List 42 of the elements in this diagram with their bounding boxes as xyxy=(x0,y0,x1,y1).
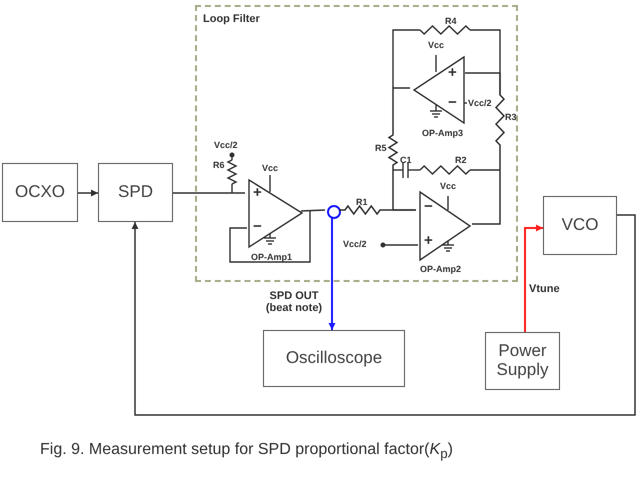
edge-label: SPD OUT (beat note) xyxy=(264,290,324,314)
figure-caption: Fig. 9. Measurement setup for SPD proportional factor(K$_{p}$) xyxy=(40,440,454,464)
polarity-sign: + xyxy=(424,232,433,249)
polarity-sign: + xyxy=(253,184,262,201)
block-box: Oscilloscope xyxy=(263,330,405,387)
block-box: Power Supply xyxy=(485,332,560,390)
component-label: R2 xyxy=(455,155,467,165)
wire xyxy=(300,209,326,212)
polarity-sign: + xyxy=(448,64,457,81)
component-label: R1 xyxy=(356,197,368,207)
wire xyxy=(465,72,506,225)
group-title: Loop Filter xyxy=(203,13,260,25)
arrow xyxy=(328,217,336,330)
component-label: R3 xyxy=(505,112,517,122)
arrow xyxy=(524,224,543,332)
arrow xyxy=(78,190,98,196)
supply-label: Vcc xyxy=(440,181,456,191)
wire xyxy=(388,87,416,211)
supply-label: Vcc/2 xyxy=(468,98,492,108)
component-label: R5 xyxy=(375,143,387,153)
component-label: OP-Amp2 xyxy=(420,264,462,274)
polarity-sign: − xyxy=(424,198,433,215)
op-amp-symbol xyxy=(412,54,467,140)
probe-circle xyxy=(327,205,341,219)
block-box: VCO xyxy=(543,196,617,255)
component-label: Vcc/2 xyxy=(343,239,367,249)
wire xyxy=(173,192,245,194)
component-label: R4 xyxy=(445,16,457,26)
dashed-group-box xyxy=(195,5,518,282)
edge-label: Vtune xyxy=(529,283,560,295)
component-label: OP-Amp3 xyxy=(422,128,464,138)
block-box: SPD xyxy=(98,163,173,222)
polarity-sign: − xyxy=(448,94,457,111)
op-amp-symbol xyxy=(418,192,474,276)
component-label: R6 xyxy=(213,160,225,170)
arrow xyxy=(132,214,636,416)
supply-label: Vcc xyxy=(428,40,444,50)
component-label: Vcc/2 xyxy=(214,140,238,150)
block-box: OCXO xyxy=(2,163,78,222)
component-label: OP-Amp1 xyxy=(251,252,292,262)
supply-label: Vcc xyxy=(262,163,278,173)
polarity-sign: − xyxy=(253,218,262,235)
